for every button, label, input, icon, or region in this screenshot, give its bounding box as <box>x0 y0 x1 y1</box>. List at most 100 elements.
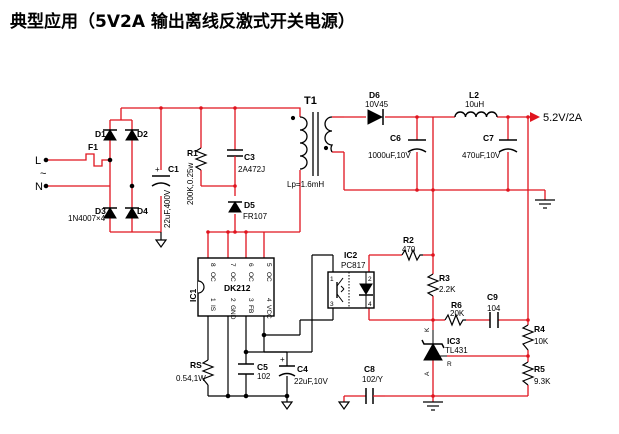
d4-ref: D4 <box>137 206 148 216</box>
svg-text:6: 6 <box>247 263 254 267</box>
c6-value: 1000uF,10V <box>368 151 411 160</box>
diode-d5 <box>228 201 242 213</box>
t1-inductance: Lp=1.6mH <box>287 180 324 189</box>
c9-value: 104 <box>487 304 501 313</box>
d6-ref: D6 <box>369 90 380 100</box>
diode-d4 <box>125 207 139 219</box>
c1-ref: C1 <box>168 164 179 174</box>
d1-ref: D1 <box>95 129 106 139</box>
svg-text:2: 2 <box>229 298 236 302</box>
c5-value: 102 <box>257 372 271 381</box>
capacitor-c6: C6 1000uF,10V <box>368 115 427 160</box>
capacitor-c7: C7 470uF,10V <box>462 115 518 160</box>
r1-ref: R1 <box>187 148 198 158</box>
svg-text:OC: OC <box>209 272 216 282</box>
ic3-part: TL431 <box>445 346 468 355</box>
svg-text:5: 5 <box>265 263 272 267</box>
resistor-r2: R2 470 <box>401 235 435 262</box>
c3-value: 2A472J <box>238 165 265 174</box>
svg-text:R: R <box>447 361 452 368</box>
svg-text:1: 1 <box>330 276 334 283</box>
diode-d1 <box>103 129 117 141</box>
svg-text:4: 4 <box>265 298 272 302</box>
d5-ref: D5 <box>244 200 255 210</box>
ic3-ref: IC3 <box>447 336 461 346</box>
r6-value: 20K <box>450 309 465 318</box>
rs-ref: RS <box>190 360 202 370</box>
svg-text:VCC: VCC <box>265 305 272 319</box>
r3-value: 2.2K <box>439 285 456 294</box>
c7-ref: C7 <box>483 133 494 143</box>
resistor-r1 <box>194 147 208 171</box>
r4-value: 10K <box>534 337 549 346</box>
capacitor-c5: C5 102 <box>225 349 271 399</box>
wires-black <box>207 254 334 402</box>
ic2-ref: IC2 <box>344 250 358 260</box>
d5-value: FR107 <box>243 212 268 221</box>
ic1-dk212: DK212 IC1 8 7 6 5 OC OC OC OC 1 2 3 4 IS… <box>188 230 275 320</box>
r6-ref: R6 <box>451 300 462 310</box>
svg-text:IS: IS <box>209 305 216 312</box>
svg-text:K: K <box>424 327 431 332</box>
resistor-rs: RS 0.54,1W <box>176 359 215 386</box>
l2-value: 10uH <box>465 100 484 109</box>
svg-text:OC: OC <box>247 272 254 282</box>
r1-value: 200K,0.25w <box>186 163 195 205</box>
ic1-ref: IC1 <box>188 289 198 303</box>
resistor-r4: R4 10K <box>521 318 549 358</box>
ground-icon <box>154 239 168 249</box>
r3-ref: R3 <box>439 273 450 283</box>
svg-text:3: 3 <box>330 301 334 308</box>
svg-text:A: A <box>424 371 431 376</box>
svg-text:OC: OC <box>265 272 272 282</box>
output-label: 5.2V/2A <box>543 112 583 124</box>
ground-icon <box>280 401 294 411</box>
svg-text:3: 3 <box>247 298 254 302</box>
ac-symbol: ~ <box>40 168 46 180</box>
c3-ref: C3 <box>244 152 255 162</box>
c4-ref: C4 <box>297 364 308 374</box>
t1-ref: T1 <box>304 95 317 107</box>
resistor-r5: R5 9.3K <box>521 361 551 386</box>
capacitor-c4: + C4 22uF,10V <box>261 332 328 411</box>
transformer-t1: T1 Lp=1.6mH <box>287 95 334 189</box>
inductor-l2: L2 10uH <box>454 90 498 118</box>
r5-ref: R5 <box>534 364 545 374</box>
capacitor-c9: C9 104 <box>487 292 501 328</box>
wires-red <box>46 107 546 402</box>
page-title: 典型应用（5V2A 输出离线反激式开关电源） <box>10 11 355 32</box>
c4-value: 22uF,10V <box>294 377 328 386</box>
svg-text:7: 7 <box>229 263 236 267</box>
svg-text:8: 8 <box>209 263 216 267</box>
ic2-pc817: IC2 PC817 1 2 3 4 <box>327 250 375 309</box>
ic2-part: PC817 <box>341 261 366 270</box>
c1-value: 22uF,400V <box>163 189 172 228</box>
c8-ref: C8 <box>364 364 375 374</box>
rs-value: 0.54,1W <box>176 374 206 383</box>
r5-value: 9.3K <box>534 377 551 386</box>
c8-value: 102/Y <box>362 375 384 384</box>
capacitor-c1: + C1 22uF,400V <box>151 164 179 249</box>
resistor-r3: R3 2.2K <box>426 273 456 322</box>
svg-text:1: 1 <box>209 298 216 302</box>
neutral-label: N <box>35 181 43 193</box>
output-terminal: 5.2V/2A <box>415 112 583 209</box>
bridge-rectifier: D1 D2 D3 D4 1N4007×4 <box>68 129 148 223</box>
d3-ref: D3 <box>95 206 106 216</box>
d6-value: 10V45 <box>365 100 389 109</box>
c4-plus: + <box>280 355 285 364</box>
svg-text:FB: FB <box>247 305 254 313</box>
c7-value: 470uF,10V <box>462 151 501 160</box>
diode-d2 <box>125 129 139 141</box>
ground-icon <box>337 401 351 411</box>
c5-ref: C5 <box>257 362 268 372</box>
ic1-part: DK212 <box>224 283 251 293</box>
r2-ref: R2 <box>403 235 414 245</box>
l2-ref: L2 <box>469 90 479 100</box>
snubber: R1 200K,0.25w C3 2A472J D5 FR107 <box>159 106 268 221</box>
c6-ref: C6 <box>390 133 401 143</box>
capacitor-c8: C8 102/Y <box>337 364 385 411</box>
diode-d6: D6 10V45 <box>365 90 389 125</box>
svg-text:2: 2 <box>368 276 372 283</box>
fuse-ref: F1 <box>88 142 98 152</box>
